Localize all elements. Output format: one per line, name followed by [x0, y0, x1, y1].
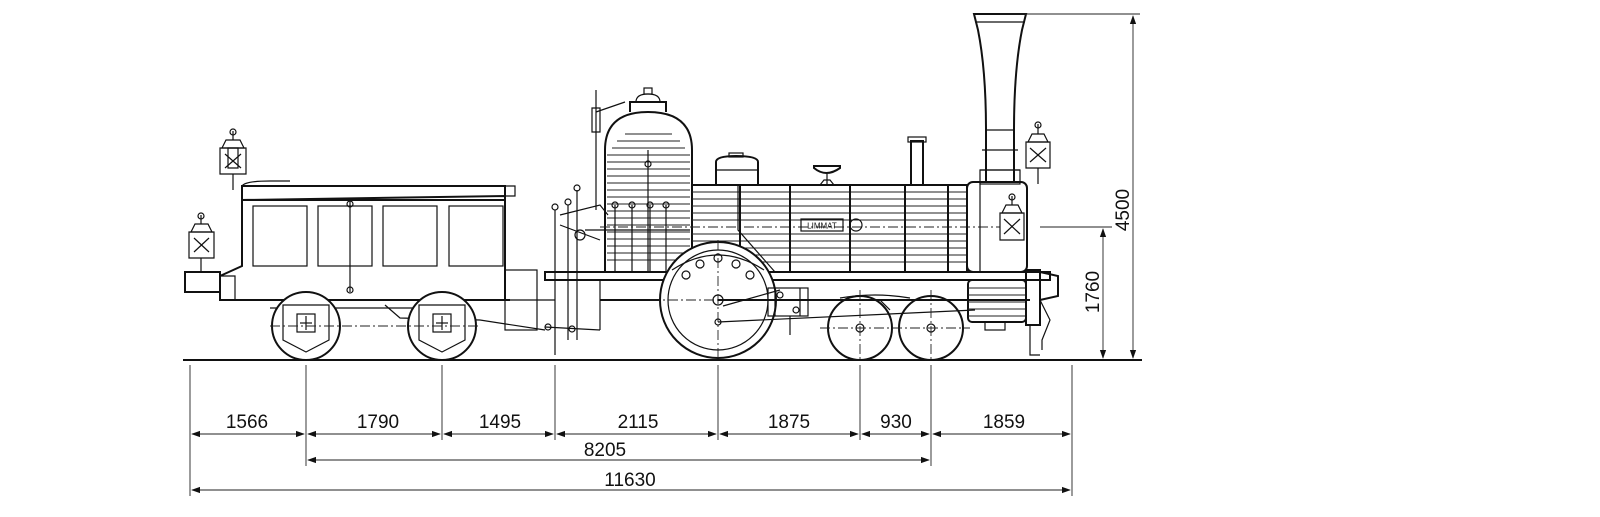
tender	[184, 180, 555, 331]
lamp-icon	[1025, 121, 1051, 184]
dimension-lines	[189, 13, 1140, 496]
dim-label-930: 930	[880, 412, 912, 433]
dim-label-1859: 1859	[983, 412, 1025, 433]
tender-window	[252, 205, 308, 267]
dim-label-height-4500: 4500	[1113, 189, 1134, 231]
dim-label-1790: 1790	[357, 412, 399, 433]
locomotive: LIMMAT	[270, 13, 1059, 361]
lamp-icon	[219, 128, 247, 190]
dim-label-1566: 1566	[226, 412, 268, 433]
tender-window	[448, 205, 504, 267]
dim-label-overall: 11630	[604, 470, 655, 491]
name-plate-text: LIMMAT	[807, 222, 837, 231]
dim-label-2115: 2115	[618, 412, 659, 433]
dim-label-height-1760: 1760	[1083, 271, 1104, 313]
lamp-icon	[188, 212, 215, 272]
dim-label-wheelbase: 8205	[584, 440, 626, 461]
tender-window	[382, 205, 438, 267]
dim-label-1875: 1875	[768, 412, 810, 433]
lamp-icon	[999, 193, 1025, 241]
tender-window	[317, 205, 373, 267]
dim-label-1495: 1495	[479, 412, 521, 433]
name-plate	[800, 218, 844, 232]
